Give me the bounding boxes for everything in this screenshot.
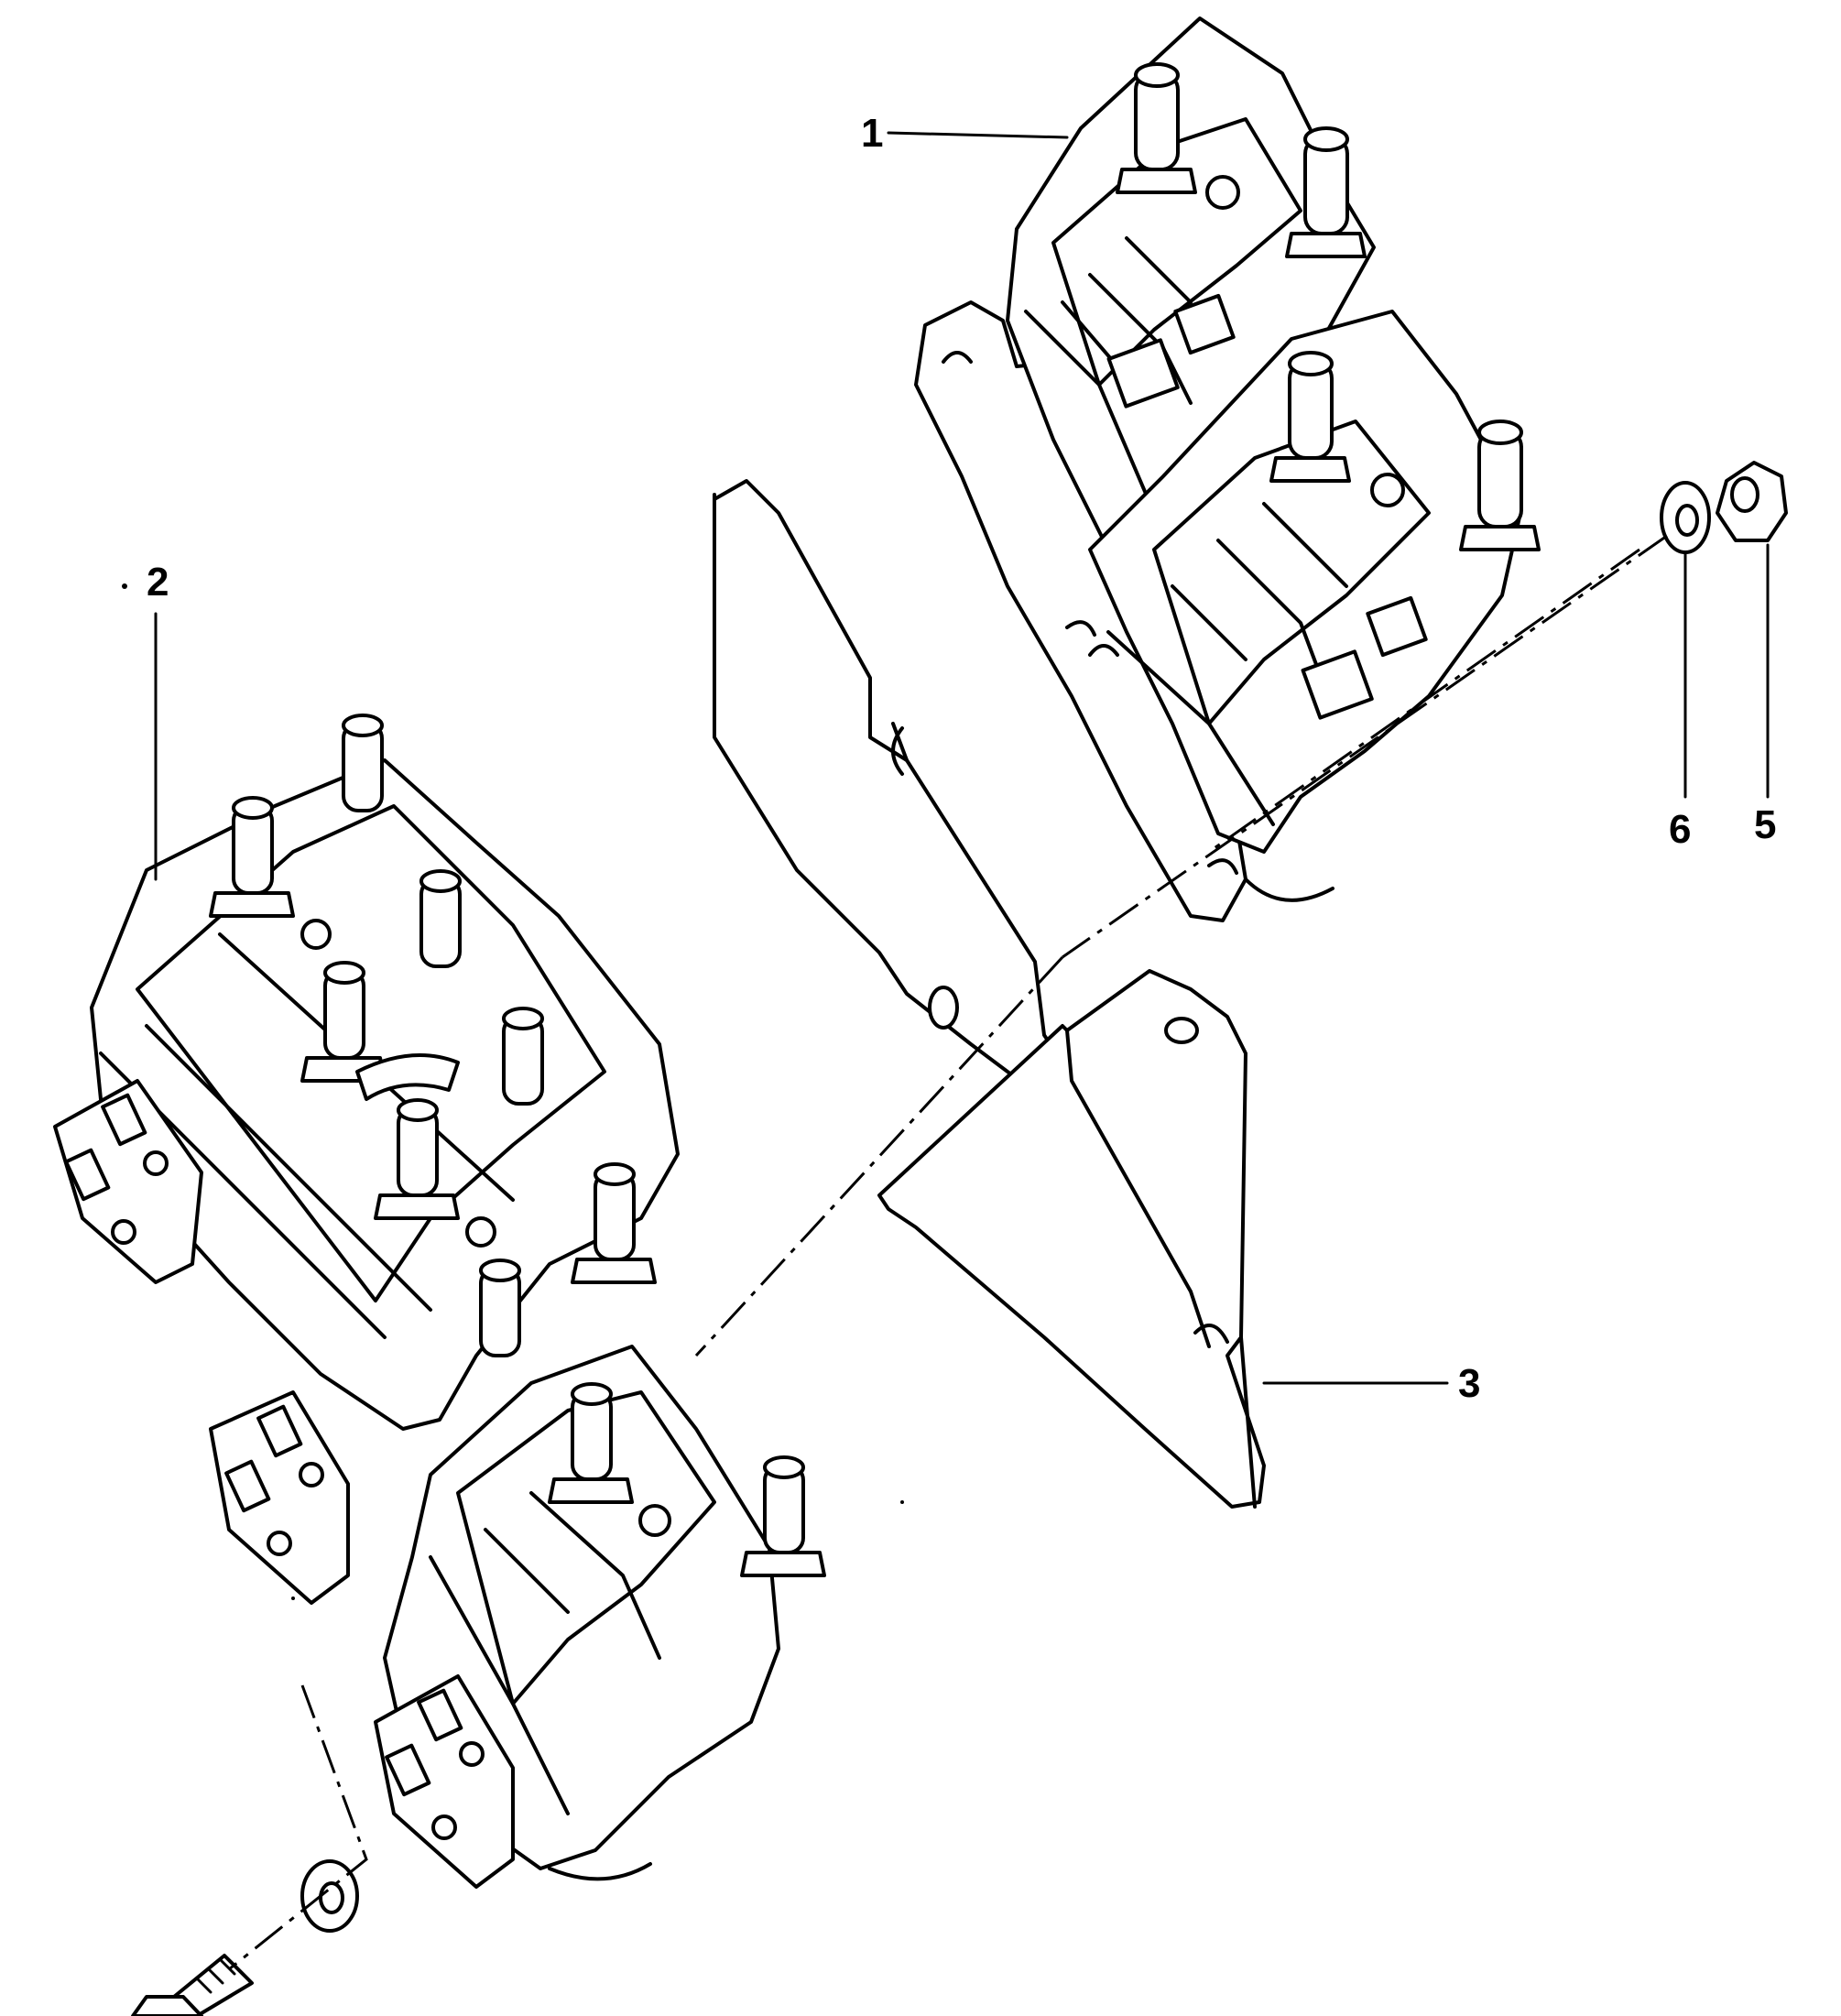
stud-icon bbox=[374, 1098, 460, 1220]
washer-icon bbox=[1660, 481, 1711, 554]
stud-icon bbox=[571, 1162, 657, 1284]
callout-1: 1 bbox=[861, 111, 883, 156]
assembly-centerline bbox=[228, 534, 1668, 1971]
screw-icon bbox=[131, 1954, 254, 2016]
callout-3: 3 bbox=[1458, 1361, 1480, 1406]
callout-6: 6 bbox=[1669, 807, 1691, 852]
terminal-icon bbox=[53, 1079, 203, 1284]
stud-icon bbox=[1285, 126, 1367, 258]
stud-icon bbox=[419, 869, 462, 968]
stud-icon bbox=[740, 1455, 826, 1577]
stud-icon bbox=[342, 714, 384, 812]
callout-5: 5 bbox=[1754, 802, 1776, 847]
stud-icon bbox=[1116, 62, 1197, 194]
stud-icon bbox=[548, 1382, 634, 1504]
left-relay-block bbox=[53, 714, 826, 1889]
stud-icon bbox=[502, 1007, 544, 1106]
stud-icon bbox=[209, 796, 295, 918]
leader-lines bbox=[154, 131, 1770, 1385]
terminal-icon bbox=[374, 1674, 515, 1889]
nut-icon bbox=[1716, 461, 1788, 542]
callout-labels: 1 2 3 5 6 bbox=[147, 111, 1776, 1406]
upper-relay-assembly bbox=[914, 16, 1541, 922]
washer-icon bbox=[300, 1859, 359, 1933]
stud-icon bbox=[1269, 351, 1351, 483]
callout-2: 2 bbox=[147, 560, 169, 605]
stud-icon bbox=[1459, 420, 1541, 551]
terminal-icon bbox=[209, 1390, 350, 1605]
stud-icon bbox=[479, 1259, 521, 1357]
bracket bbox=[877, 969, 1266, 1509]
